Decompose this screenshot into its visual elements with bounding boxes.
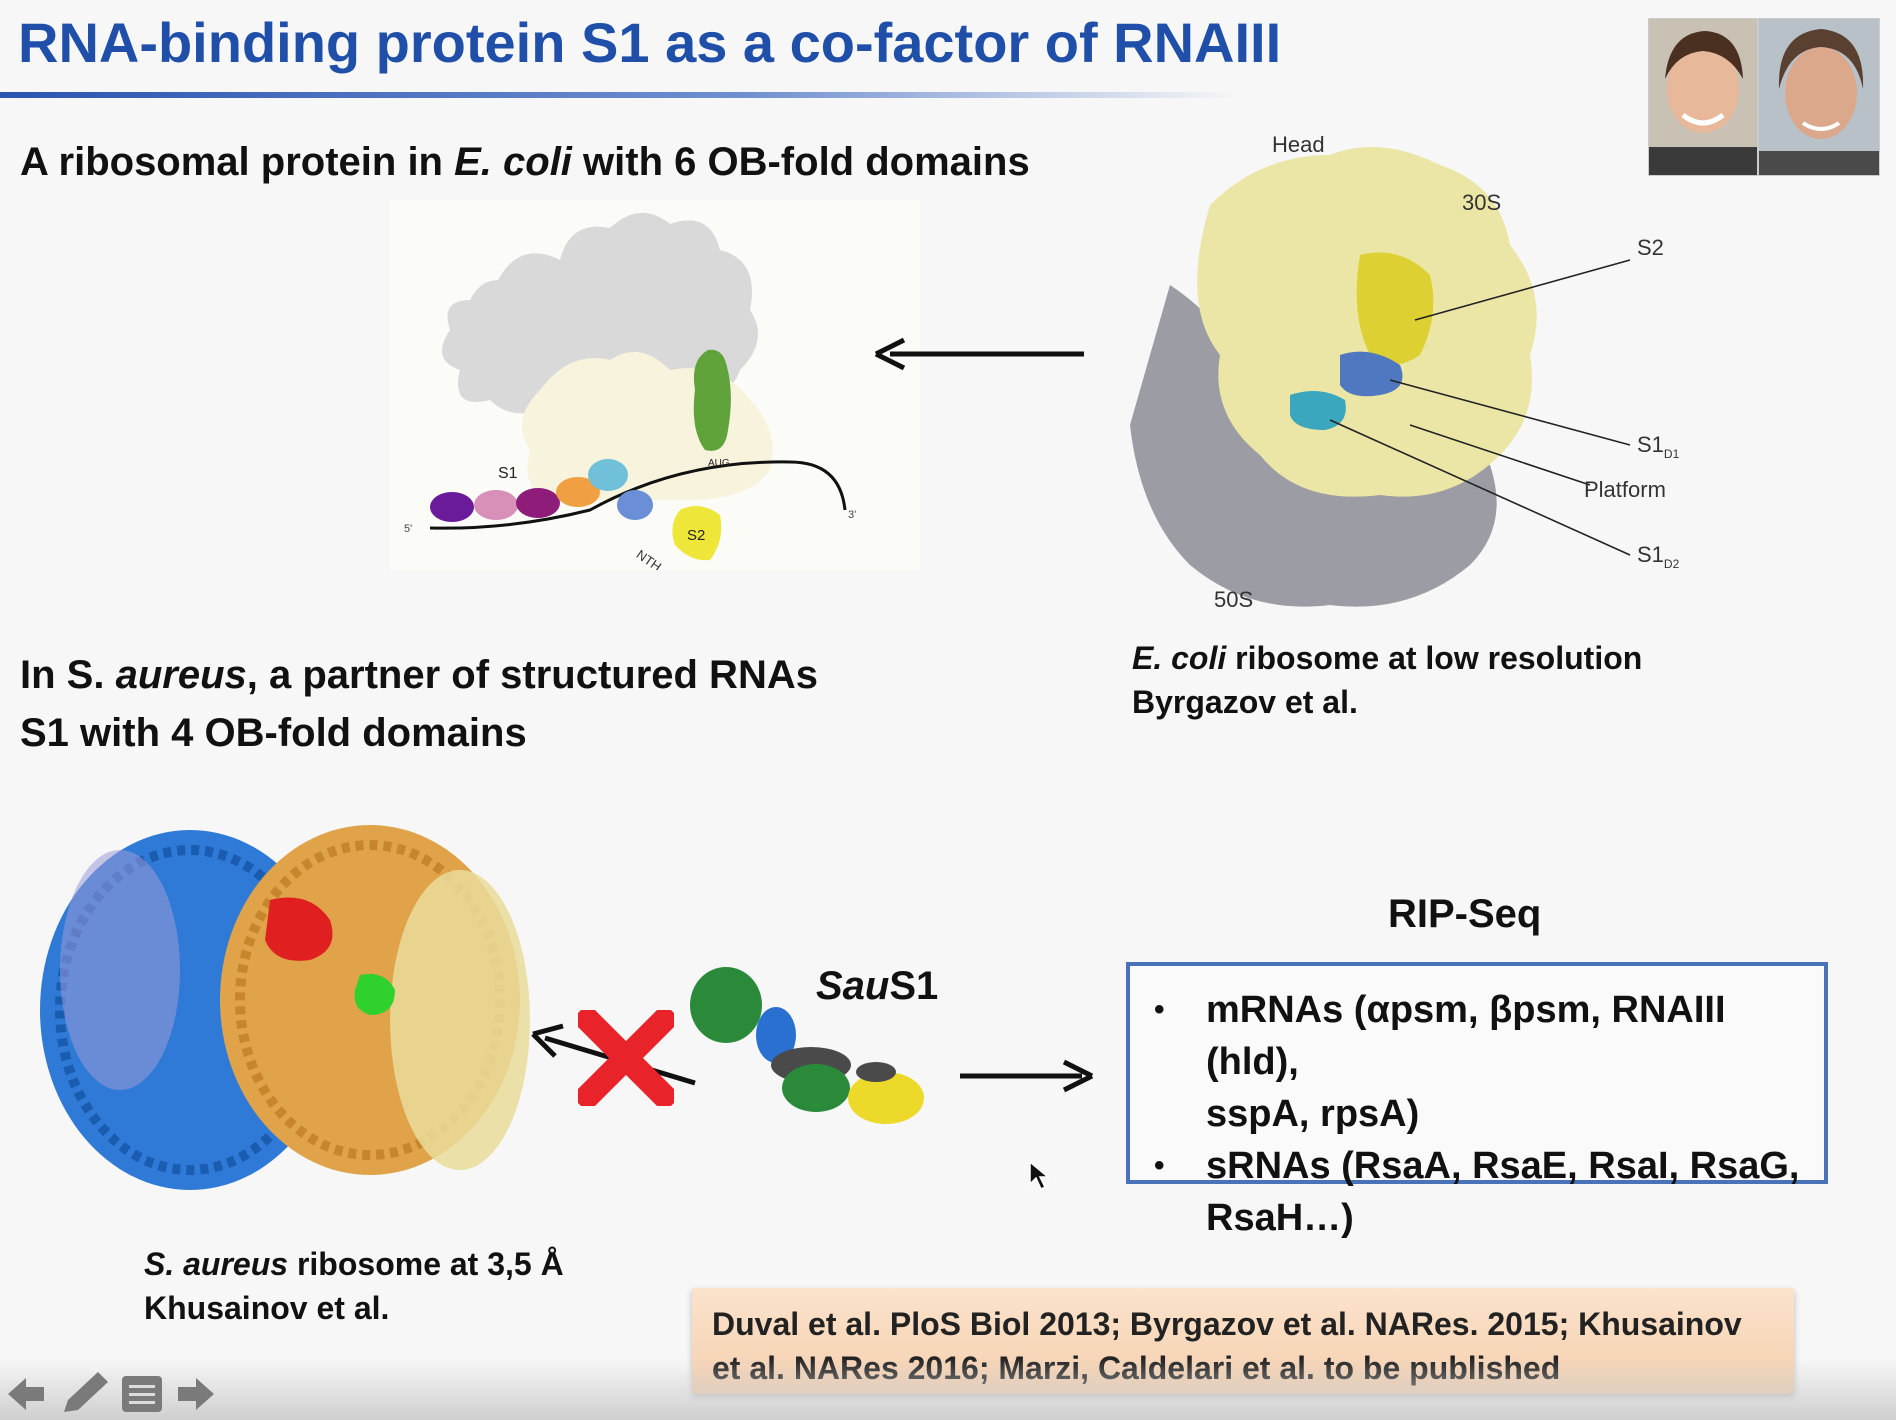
s1-domain-2 bbox=[474, 490, 518, 520]
mouse-cursor-icon bbox=[1029, 1160, 1050, 1191]
s1-domain-6 bbox=[617, 490, 653, 520]
saus1-label: SauS1 bbox=[816, 964, 939, 1008]
ripseq-box: mRNAs (αpsm, βpsm, RNAIII (hld),sspA, rp… bbox=[1126, 962, 1828, 1239]
red-x-icon bbox=[578, 1010, 674, 1106]
s2-protein bbox=[672, 506, 722, 561]
ripseq-item-srnas: sRNAs (RsaA, RsaE, RsaI, RsaG,RsaH…) bbox=[1154, 1140, 1824, 1244]
ob-domain-2 bbox=[756, 1007, 796, 1063]
s1-domain-5 bbox=[588, 459, 628, 491]
section-heading-saureus: In S. aureus, a partner of structured RN… bbox=[20, 653, 818, 755]
ob-domain-4 bbox=[848, 1072, 924, 1124]
ripseq-title: RIP-Seq bbox=[1388, 892, 1542, 936]
title-underline bbox=[0, 92, 1240, 98]
label-5prime: 5' bbox=[404, 523, 412, 535]
s1-d1-density bbox=[1340, 351, 1403, 397]
50s-proteins bbox=[60, 850, 180, 1090]
label-s1: S1 bbox=[498, 465, 518, 482]
author-photo-2 bbox=[1758, 18, 1880, 176]
head-region bbox=[442, 212, 758, 414]
saus1-structure bbox=[686, 960, 932, 1136]
mrna-strand bbox=[429, 460, 847, 530]
label-nth: NTH bbox=[634, 547, 664, 570]
s1-domain-4 bbox=[556, 477, 600, 507]
author-photo-1 bbox=[1648, 18, 1758, 176]
s2-density bbox=[1356, 252, 1434, 365]
saureus-ribosome-structure bbox=[40, 790, 540, 1210]
label-s1d1: S1D1 bbox=[1637, 432, 1680, 461]
slide-nav-bar bbox=[0, 1358, 1896, 1420]
references-line-1: Duval et al. PloS Biol 2013; Byrgazov et… bbox=[712, 1306, 1742, 1342]
ripseq-item-mrnas: mRNAs (αpsm, βpsm, RNAIII (hld),sspA, rp… bbox=[1154, 984, 1824, 1140]
label-head: Head bbox=[1272, 132, 1325, 157]
label-50s: 50S bbox=[1214, 587, 1253, 612]
green-protein bbox=[354, 974, 395, 1015]
label-aug: AUG bbox=[708, 458, 730, 469]
ob-domain-1 bbox=[690, 967, 762, 1043]
slide-title: RNA-binding protein S1 as a co-factor of… bbox=[18, 11, 1282, 74]
caption-saureus: S. aureus ribosome at 3,5 Å Khusainov et… bbox=[144, 1246, 564, 1326]
label-30s: 30S bbox=[1462, 190, 1501, 215]
pen-icon[interactable] bbox=[58, 1368, 112, 1418]
arrow-right-ripseq bbox=[960, 1059, 1094, 1093]
s1-domain-1 bbox=[430, 492, 474, 522]
menu-icon[interactable] bbox=[120, 1374, 164, 1414]
caption-ecoli: E. coli ribosome at low resolution Byrga… bbox=[1132, 640, 1643, 720]
arrow-left-icon[interactable] bbox=[4, 1372, 48, 1416]
arrow-left-1 bbox=[874, 337, 1084, 371]
label-s2: S2 bbox=[687, 527, 705, 544]
ob-domain-3 bbox=[782, 1064, 850, 1112]
green-helix bbox=[693, 349, 731, 451]
30s-proteins bbox=[390, 870, 530, 1170]
ecoli-ribosome-lowres: Head 30S S2 S1D1 Platform S1D2 50S bbox=[1110, 125, 1690, 625]
section-heading-ecoli: A ribosomal protein in E. coli with 6 OB… bbox=[20, 140, 1030, 184]
s1-domain-3 bbox=[516, 488, 560, 518]
label-platform: Platform bbox=[1584, 477, 1666, 502]
s1-schematic-diagram: S2 5' 3' AUG S1 NTH bbox=[390, 200, 920, 574]
red-protein bbox=[265, 897, 333, 961]
arrow-right-icon[interactable] bbox=[174, 1372, 218, 1416]
label-s2: S2 bbox=[1637, 235, 1664, 260]
label-s1d2: S1D2 bbox=[1637, 542, 1680, 571]
label-3prime: 3' bbox=[848, 509, 856, 521]
